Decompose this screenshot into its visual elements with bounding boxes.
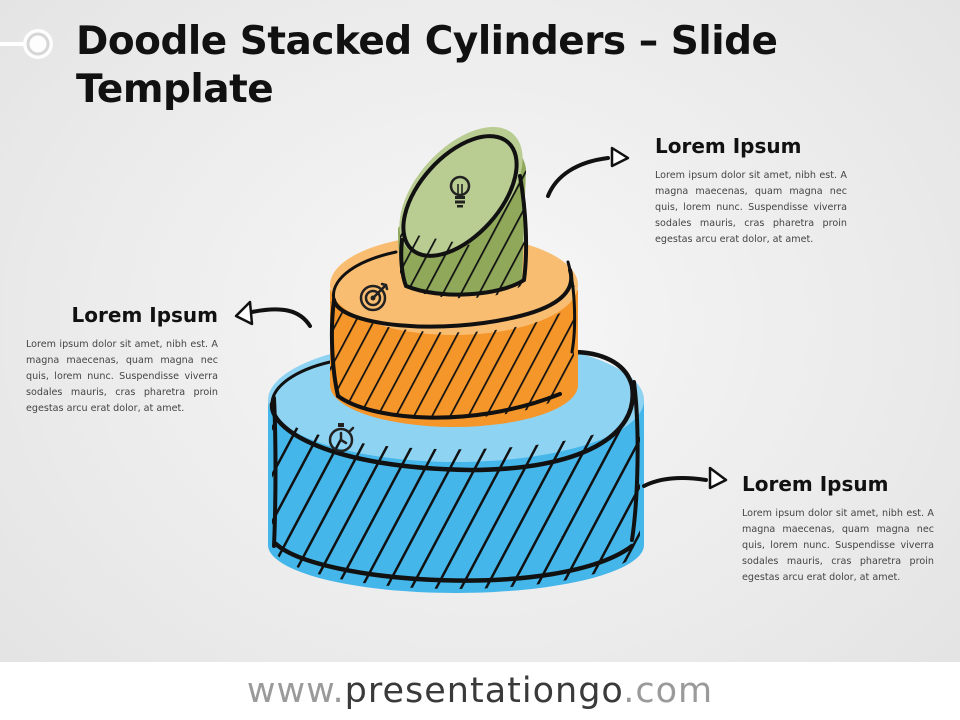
- green-cylinder-top: [399, 126, 523, 258]
- arrow-bottom-right-icon: [642, 466, 728, 490]
- text-block-right: Lorem Ipsum Lorem ipsum dolor sit amet, …: [742, 471, 934, 586]
- page-title: Doodle Stacked Cylinders – Slide Templat…: [76, 19, 778, 112]
- target-icon: [359, 282, 389, 312]
- lightbulb-icon: [449, 175, 471, 208]
- arrow-top-right-icon: [546, 146, 630, 198]
- stopwatch-icon: [328, 423, 355, 453]
- arrow-left-icon: [234, 300, 312, 328]
- text-block-top: Lorem Ipsum Lorem ipsum dolor sit amet, …: [655, 133, 847, 248]
- text-block-heading: Lorem Ipsum: [742, 472, 889, 496]
- green-cylinder: [398, 126, 529, 299]
- stacked-cylinders-diagram: [234, 126, 728, 593]
- footer-brand: presentationgo: [344, 671, 624, 711]
- title-marker-icon: [0, 29, 53, 59]
- text-block-left: Lorem Ipsum Lorem ipsum dolor sit amet, …: [26, 302, 218, 417]
- text-block-body: Lorem ipsum dolor sit amet, nibh est. A …: [742, 508, 934, 583]
- text-block-body: Lorem ipsum dolor sit amet, nibh est. A …: [655, 170, 847, 245]
- slide: Doodle Stacked Cylinders – Slide Templat…: [0, 19, 934, 593]
- text-block-heading: Lorem Ipsum: [655, 134, 802, 158]
- text-block-heading: Lorem Ipsum: [71, 303, 218, 327]
- text-block-body: Lorem ipsum dolor sit amet, nibh est. A …: [26, 339, 218, 414]
- footer-suffix: .com: [623, 671, 714, 711]
- footer-url[interactable]: www.presentationgo.com: [0, 662, 960, 720]
- footer-prefix: www.: [246, 671, 345, 711]
